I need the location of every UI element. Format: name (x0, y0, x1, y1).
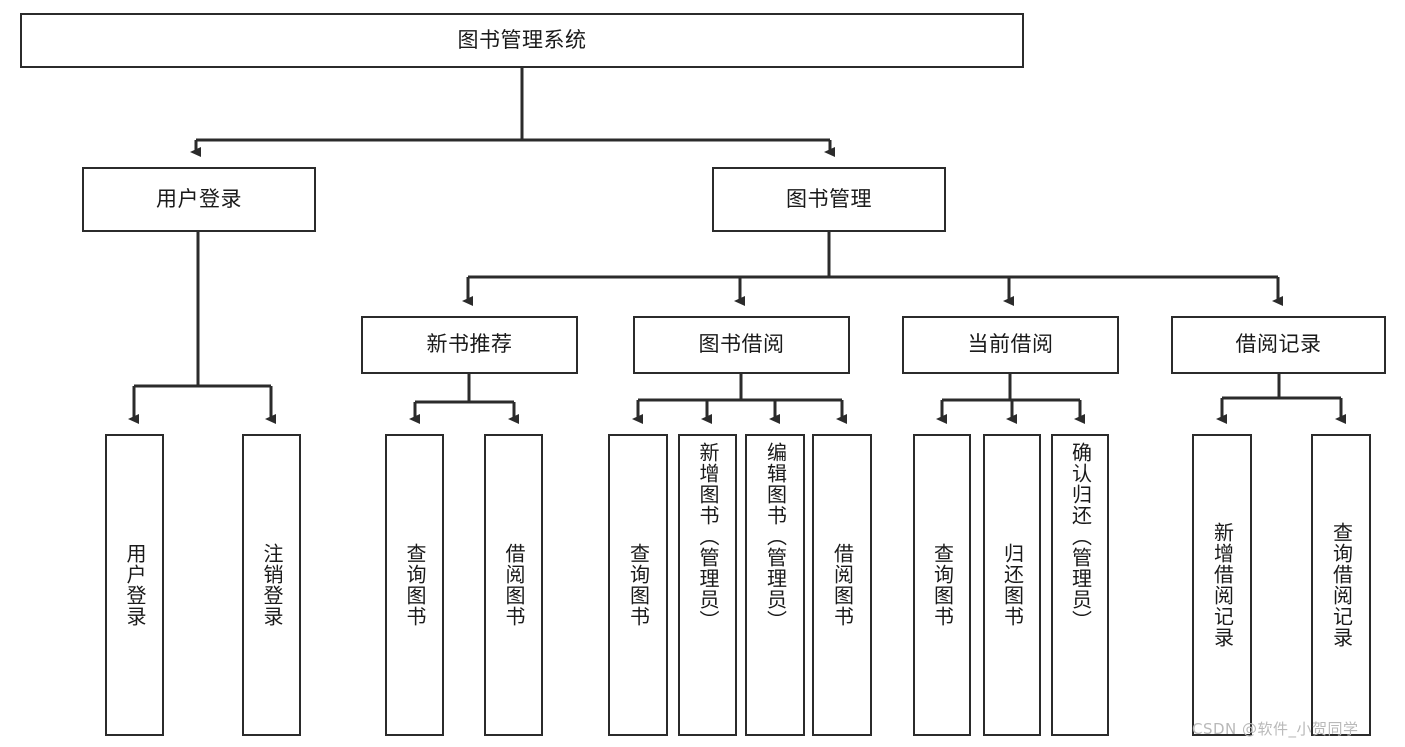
leaf-logout[interactable]: 注销登录 (242, 434, 301, 736)
leaf-lend-book[interactable]: 借阅图书 (812, 434, 872, 736)
node-book-borrow[interactable]: 图书借阅 (633, 316, 850, 374)
leaf-logout-label: 注销登录 (260, 543, 284, 627)
node-book-borrow-label: 图书借阅 (698, 332, 785, 357)
leaf-edit-book-admin[interactable]: 编辑图书（管理员） (745, 434, 805, 736)
node-user-login[interactable]: 用户登录 (82, 167, 316, 232)
node-new-book-recommend-label: 新书推荐 (426, 332, 513, 357)
leaf-user-login-label: 用户登录 (123, 543, 147, 627)
leaf-query-book-borrow[interactable]: 查询图书 (608, 434, 668, 736)
leaf-lend-book-label: 借阅图书 (830, 543, 855, 627)
node-user-login-label: 用户登录 (156, 186, 242, 211)
leaf-query-book-borrow-label: 查询图书 (626, 543, 651, 627)
leaf-borrow-book-newbook-label: 借阅图书 (502, 543, 526, 627)
node-book-management[interactable]: 图书管理 (712, 167, 946, 232)
leaf-query-borrow-record[interactable]: 查询借阅记录 (1311, 434, 1371, 736)
leaf-return-book-label: 归还图书 (1000, 543, 1025, 627)
node-book-management-label: 图书管理 (786, 186, 872, 211)
leaf-query-book-newbook-label: 查询图书 (403, 543, 427, 627)
leaf-add-borrow-record-label: 新增借阅记录 (1210, 522, 1235, 648)
csdn-watermark: CSDN @软件_小贺同学 (1192, 720, 1359, 738)
node-borrow-record[interactable]: 借阅记录 (1171, 316, 1386, 374)
leaf-add-book-admin[interactable]: 新增图书（管理员） (678, 434, 737, 736)
leaf-add-borrow-record[interactable]: 新增借阅记录 (1192, 434, 1252, 736)
node-root[interactable]: 图书管理系统 (20, 13, 1024, 68)
leaf-query-book-current-label: 查询图书 (930, 543, 955, 627)
node-new-book-recommend[interactable]: 新书推荐 (361, 316, 578, 374)
leaf-user-login[interactable]: 用户登录 (105, 434, 164, 736)
node-current-borrow-label: 当前借阅 (967, 332, 1054, 357)
leaf-edit-book-admin-label: 编辑图书（管理员） (763, 442, 788, 631)
leaf-confirm-return-admin[interactable]: 确认归还（管理员） (1051, 434, 1109, 736)
leaf-query-book-current[interactable]: 查询图书 (913, 434, 971, 736)
leaf-return-book[interactable]: 归还图书 (983, 434, 1041, 736)
node-root-label: 图书管理系统 (457, 27, 587, 52)
node-current-borrow[interactable]: 当前借阅 (902, 316, 1119, 374)
node-borrow-record-label: 借阅记录 (1235, 332, 1322, 357)
leaf-borrow-book-newbook[interactable]: 借阅图书 (484, 434, 543, 736)
leaf-confirm-return-admin-label: 确认归还（管理员） (1068, 442, 1093, 631)
leaf-query-borrow-record-label: 查询借阅记录 (1329, 522, 1354, 648)
leaf-add-book-admin-label: 新增图书（管理员） (696, 442, 720, 631)
leaf-query-book-newbook[interactable]: 查询图书 (385, 434, 444, 736)
